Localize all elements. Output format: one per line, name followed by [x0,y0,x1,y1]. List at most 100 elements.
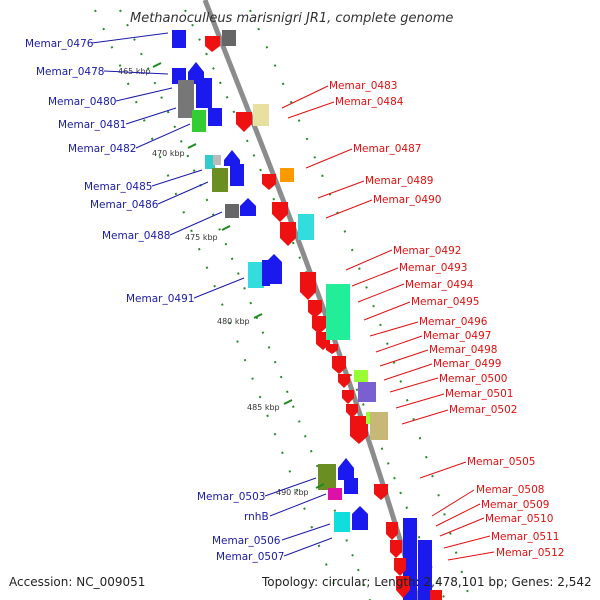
gene-arrow [240,198,256,216]
gene-label[interactable]: Memar_0508 [476,484,544,496]
gene-arrow [338,374,350,388]
inner-ring-guide [94,9,471,600]
gene-arrow [266,254,282,284]
gene-label[interactable]: Memar_0478 [36,66,104,78]
gene-label[interactable]: Memar_0490 [373,194,441,206]
scale-ticks [152,62,325,489]
gene-block [172,30,186,48]
gene-label[interactable]: Memar_0495 [411,296,479,308]
gene-block [370,412,388,440]
gene-label[interactable]: Memar_0476 [25,38,94,50]
gene-arrow [394,558,406,576]
gene-label[interactable]: Memar_0492 [393,245,461,257]
gene-label[interactable]: Memar_0503 [197,491,265,503]
gene-label[interactable]: Memar_0507 [216,551,284,563]
tick-label: 480 kbp [217,317,250,326]
gene-arrow [224,150,240,166]
gene-block [326,284,350,340]
gene-arrow [312,316,326,334]
right-gene-labels: Memar_0483 Memar_0484 Memar_0487 Memar_0… [329,80,564,559]
gene-arrow [205,36,220,52]
gene-arrow [338,458,354,480]
gene-label[interactable]: Memar_0484 [335,96,404,108]
reverse-strand-genes [205,30,442,600]
outer-ring-guide [119,9,446,600]
gene-label[interactable]: Memar_0486 [90,199,159,211]
gene-block [230,164,244,186]
left-leader-lines [91,32,333,557]
gene-arrow [280,222,296,246]
gene-label[interactable]: Memar_0498 [429,344,497,356]
genome-title: Methanoculleus marisnigri JR1, complete … [130,11,453,26]
gene-block [208,108,222,126]
gene-label[interactable]: Memar_0500 [439,373,507,385]
accession-text: Accession: NC_009051 [9,575,146,589]
gene-arrow [352,506,368,530]
gene-block [354,370,368,382]
gene-label[interactable]: Memar_0485 [84,181,152,193]
gene-block [192,110,206,132]
gene-label[interactable]: Memar_0496 [419,316,488,328]
scale-tick-labels: 465 kbp 470 kbp 475 kbp 480 kbp 485 kbp … [118,67,309,497]
gene-arrow [272,202,288,222]
gene-label[interactable]: Memar_0489 [365,175,433,187]
gene-label[interactable]: Memar_0511 [491,531,559,543]
gene-label[interactable]: Memar_0509 [481,499,549,511]
gene-arrow [236,112,252,132]
gene-arrow [396,576,410,598]
gene-arrow [350,416,368,444]
tick-label: 470 kbp [152,149,185,158]
gene-label[interactable]: Memar_0510 [485,513,553,525]
gene-block [344,478,358,494]
gene-block [248,262,264,288]
gene-block [178,80,194,118]
gene-label[interactable]: Memar_0481 [58,119,126,131]
gene-label[interactable]: rnhB [244,511,269,523]
gene-block [212,168,228,192]
gene-block [253,104,269,126]
gene-arrow [342,390,354,404]
gene-label[interactable]: Memar_0499 [433,358,501,370]
gene-arrow [386,522,398,540]
gene-block [328,488,342,500]
gene-block [280,168,294,182]
gene-arrow [430,590,442,600]
gene-label[interactable]: Memar_0497 [423,330,491,342]
gene-arrow [390,540,402,558]
gene-block [222,30,236,46]
gene-block [358,382,376,402]
gene-block [225,204,239,218]
tick-label: 475 kbp [185,233,218,242]
gene-label[interactable]: Memar_0501 [445,388,513,400]
gene-label[interactable]: Memar_0512 [496,547,564,559]
gene-arrow [262,174,276,190]
gene-label[interactable]: Memar_0505 [467,456,535,468]
gene-arrow [308,300,322,318]
gene-label[interactable]: Memar_0483 [329,80,397,92]
gene-block [196,78,212,108]
gene-label[interactable]: Memar_0491 [126,293,194,305]
left-gene-labels: Memar_0476 Memar_0478 Memar_0480 Memar_0… [25,38,284,563]
gene-block [318,464,336,490]
gene-label[interactable]: Memar_0502 [449,404,517,416]
tick-label: 465 kbp [118,67,151,76]
tick-label: 490 kbp [276,488,309,497]
tick-label: 485 kbp [247,403,280,412]
gene-arrow [332,356,346,374]
right-leader-lines [281,85,495,561]
gene-block [205,155,215,169]
topology-text: Topology: circular; Length: 2,478,101 bp… [262,575,592,589]
gene-label[interactable]: Memar_0488 [102,230,170,242]
gene-block [213,155,221,165]
gene-label[interactable]: Memar_0480 [48,96,116,108]
gene-arrow [326,344,338,354]
gene-arrow [374,484,388,500]
gene-arrow [346,404,358,418]
gene-label[interactable]: Memar_0506 [212,535,281,547]
gene-block [418,540,432,600]
gene-label[interactable]: Memar_0482 [68,143,136,155]
gene-label[interactable]: Memar_0493 [399,262,467,274]
gene-label[interactable]: Memar_0487 [353,143,421,155]
gene-label[interactable]: Memar_0494 [405,279,474,291]
